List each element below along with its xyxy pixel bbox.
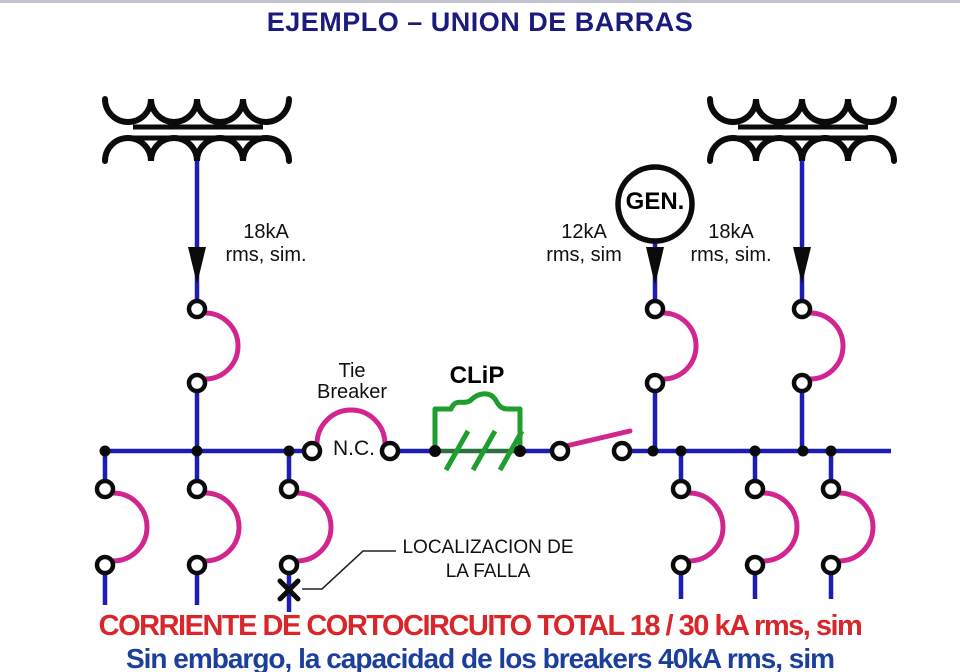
label-line: LOCALIZACION DE — [402, 537, 574, 558]
fault-x-icon — [277, 578, 301, 602]
arrow-down-right-icon — [793, 247, 811, 284]
bus-junction-dots — [99, 445, 837, 457]
clip-limiter-icon — [429, 391, 526, 472]
label-line: Tie — [338, 360, 366, 382]
breaker-generator — [644, 298, 699, 394]
label-line: Breaker — [316, 381, 388, 403]
label-right-transformer-current: 18kA rms, sim. — [671, 221, 791, 267]
transformer-right-icon — [707, 96, 897, 164]
fault-current-arrows — [188, 247, 811, 285]
slide-top-edge — [0, 0, 960, 3]
label-line: LA FALLA — [445, 561, 531, 582]
generator-icon — [615, 164, 695, 244]
label-line: 18kA — [243, 221, 289, 243]
label-generator-current: 12kA rms, sim — [524, 221, 644, 267]
label-left-transformer-current: 18kA rms, sim. — [206, 221, 326, 267]
label-line: 18kA — [708, 221, 754, 243]
generator-name: GEN. — [625, 188, 685, 215]
breaker-main-left — [186, 298, 241, 394]
tie-breaker-icon — [301, 407, 401, 462]
label-line: rms, sim. — [690, 244, 772, 266]
breaker-main-right — [791, 298, 846, 394]
label-tie-breaker: Tie Breaker — [292, 361, 412, 403]
disconnect-switch-icon — [549, 428, 633, 462]
transformer-left-icon — [102, 96, 292, 164]
feeder-breakers-right — [670, 478, 876, 576]
label-line: rms, sim — [546, 244, 622, 266]
label-line: 12kA — [561, 221, 607, 243]
arrow-down-left-icon — [188, 247, 206, 284]
label-clip: CLiP — [449, 362, 505, 389]
arrow-down-gen-icon — [646, 247, 664, 285]
label-fault-location: LOCALIZACION DE LA FALLA — [398, 536, 578, 584]
footer-short-circuit-total: CORRIENTE DE CORTOCIRCUITO TOTAL 18 / 30… — [98, 610, 863, 642]
label-line: rms, sim. — [225, 244, 307, 266]
feeder-breakers-left — [94, 478, 334, 576]
label-tie-breaker-state: N.C. — [333, 437, 375, 460]
fault-leader-line — [302, 550, 396, 590]
footer-breaker-capacity: Sin embargo, la capacidad de los breaker… — [125, 643, 835, 672]
page-title: EJEMPLO – UNION DE BARRAS — [266, 7, 694, 37]
